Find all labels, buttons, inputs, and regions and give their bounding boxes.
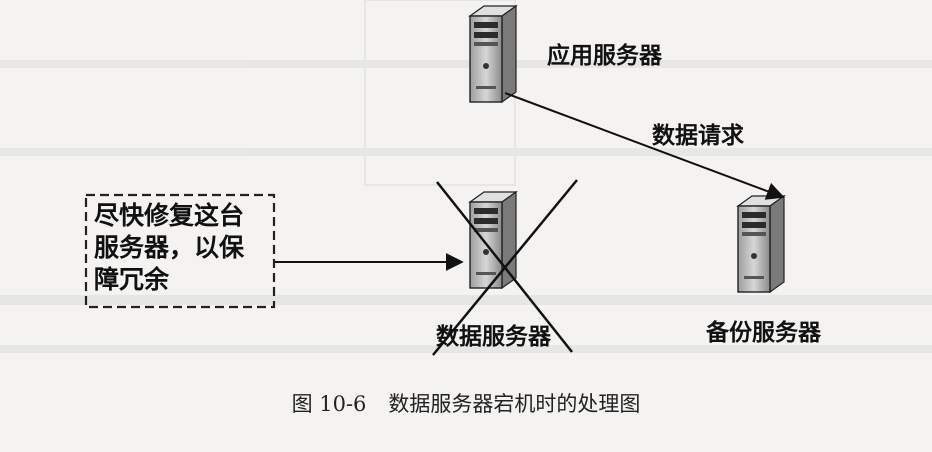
data-server-label: 数据服务器 <box>436 324 551 350</box>
background-artifacts <box>0 0 932 353</box>
note-box <box>84 193 276 309</box>
app-server-icon <box>468 4 518 104</box>
figure-number: 图 10-6 <box>291 392 367 416</box>
failure-cross-icon <box>432 179 578 356</box>
backup-server-icon <box>736 194 786 294</box>
figure-caption: 图 10-6 数据服务器宕机时的处理图 <box>0 388 932 418</box>
note-line-1: 尽快修复这台 <box>94 201 245 230</box>
backup-server-label: 备份服务器 <box>706 320 821 346</box>
note-line-2: 服务器，以保 <box>94 233 245 262</box>
data-request-label: 数据请求 <box>652 123 744 149</box>
arrow-app-to-backup <box>504 92 785 200</box>
figure-title: 数据服务器宕机时的处理图 <box>388 392 641 416</box>
note-text: 尽快修复这台 服务器，以保 障冗余 <box>94 200 274 296</box>
app-server-label: 应用服务器 <box>547 43 662 69</box>
note-line-3: 障冗余 <box>94 265 170 294</box>
